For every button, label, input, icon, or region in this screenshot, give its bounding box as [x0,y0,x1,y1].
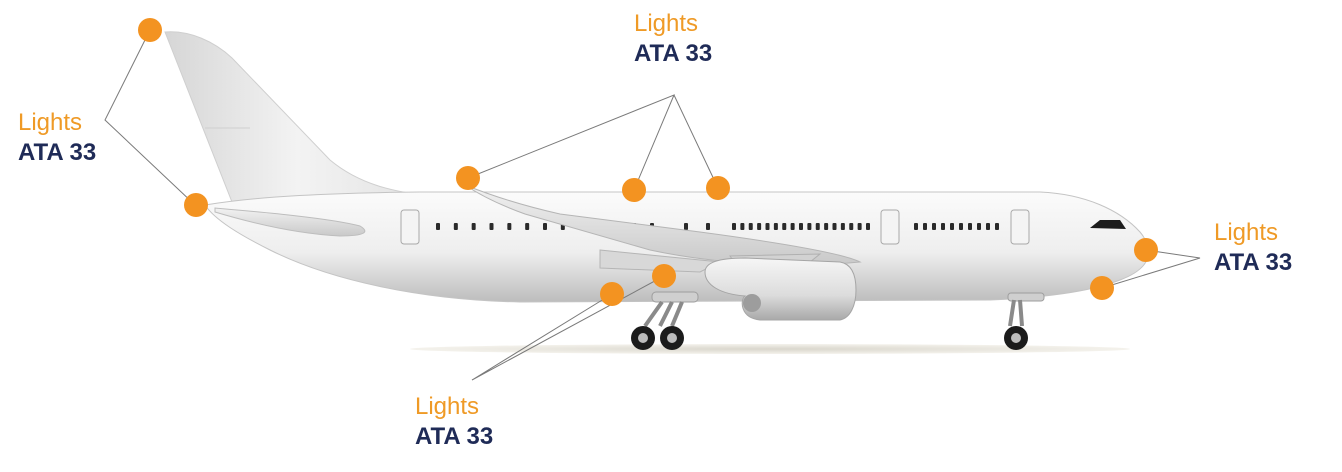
light-marker-icon [622,178,646,202]
cabin-window [824,223,829,230]
cabin-window [832,223,837,230]
cabin-window [543,223,547,230]
cabin-window [977,223,981,230]
wing [464,184,862,266]
cabin-window [995,223,999,230]
callout-title: Lights [18,109,83,136]
cabin-window [436,223,440,230]
leader-lines [104,29,1201,381]
cabin-window [807,223,812,230]
light-marker-icon [652,264,676,288]
cabin-window [840,223,845,230]
engine-nacelle [704,257,857,321]
ground-shadow [410,344,1130,354]
light-marker-icon [1134,238,1158,262]
cabin-window [773,223,778,230]
callout-title: Lights [634,10,699,37]
cabin-window [471,223,476,230]
nose-landing-gear [1004,292,1045,350]
door-front [1010,209,1030,245]
cabin-window [782,223,787,230]
cabin-window [950,223,954,230]
cabin-window [765,223,770,230]
light-markers [138,18,1158,306]
callout-code: ATA 33 [18,139,97,166]
cabin-window [748,223,753,230]
main-landing-gear [631,291,699,350]
callout-nose-lights: Lights ATA 33 [1214,218,1292,278]
callout-bottom-lights: Lights ATA 33 [415,392,493,452]
cabin-window [790,223,795,230]
vertical-stabilizer [164,31,431,203]
cabin-window [941,223,945,230]
cabin-window [489,223,494,230]
cabin-window [732,223,736,230]
callout-code: ATA 33 [634,40,713,67]
callout-title: Lights [1214,219,1279,246]
cabin-window [923,223,927,230]
light-marker-icon [1090,276,1114,300]
cabin-window [857,223,862,230]
light-marker-icon [600,282,624,306]
cabin-window [932,223,936,230]
door-rear [400,209,420,245]
callout-code: ATA 33 [1214,249,1293,276]
cabin-window [525,223,530,230]
cabin-window [507,223,512,230]
cabin-window [849,223,854,230]
cabin-window [757,223,762,230]
cabin-window [968,223,972,230]
cabin-window [866,223,870,230]
callout-title: Lights [415,393,480,420]
cabin-window [684,223,688,230]
light-marker-icon [706,176,730,200]
engine-exhaust [743,294,761,312]
cabin-window [453,223,458,230]
callout-tail-lights: Lights ATA 33 [18,108,96,168]
light-marker-icon [456,166,480,190]
light-marker-icon [138,18,162,42]
cockpit-windows [1090,220,1126,229]
cabin-window [959,223,963,230]
horizontal-stabilizer [214,207,366,237]
cabin-window [706,223,710,230]
door-mid [880,209,900,245]
cabin-window [914,223,918,230]
cabin-window [799,223,803,230]
callout-top-lights: Lights ATA 33 [634,9,712,69]
callout-code: ATA 33 [415,423,494,450]
cabin-window [986,223,990,230]
wing-root [599,249,722,273]
light-marker-icon [184,193,208,217]
cabin-window [815,223,820,230]
cabin-window [740,223,745,230]
